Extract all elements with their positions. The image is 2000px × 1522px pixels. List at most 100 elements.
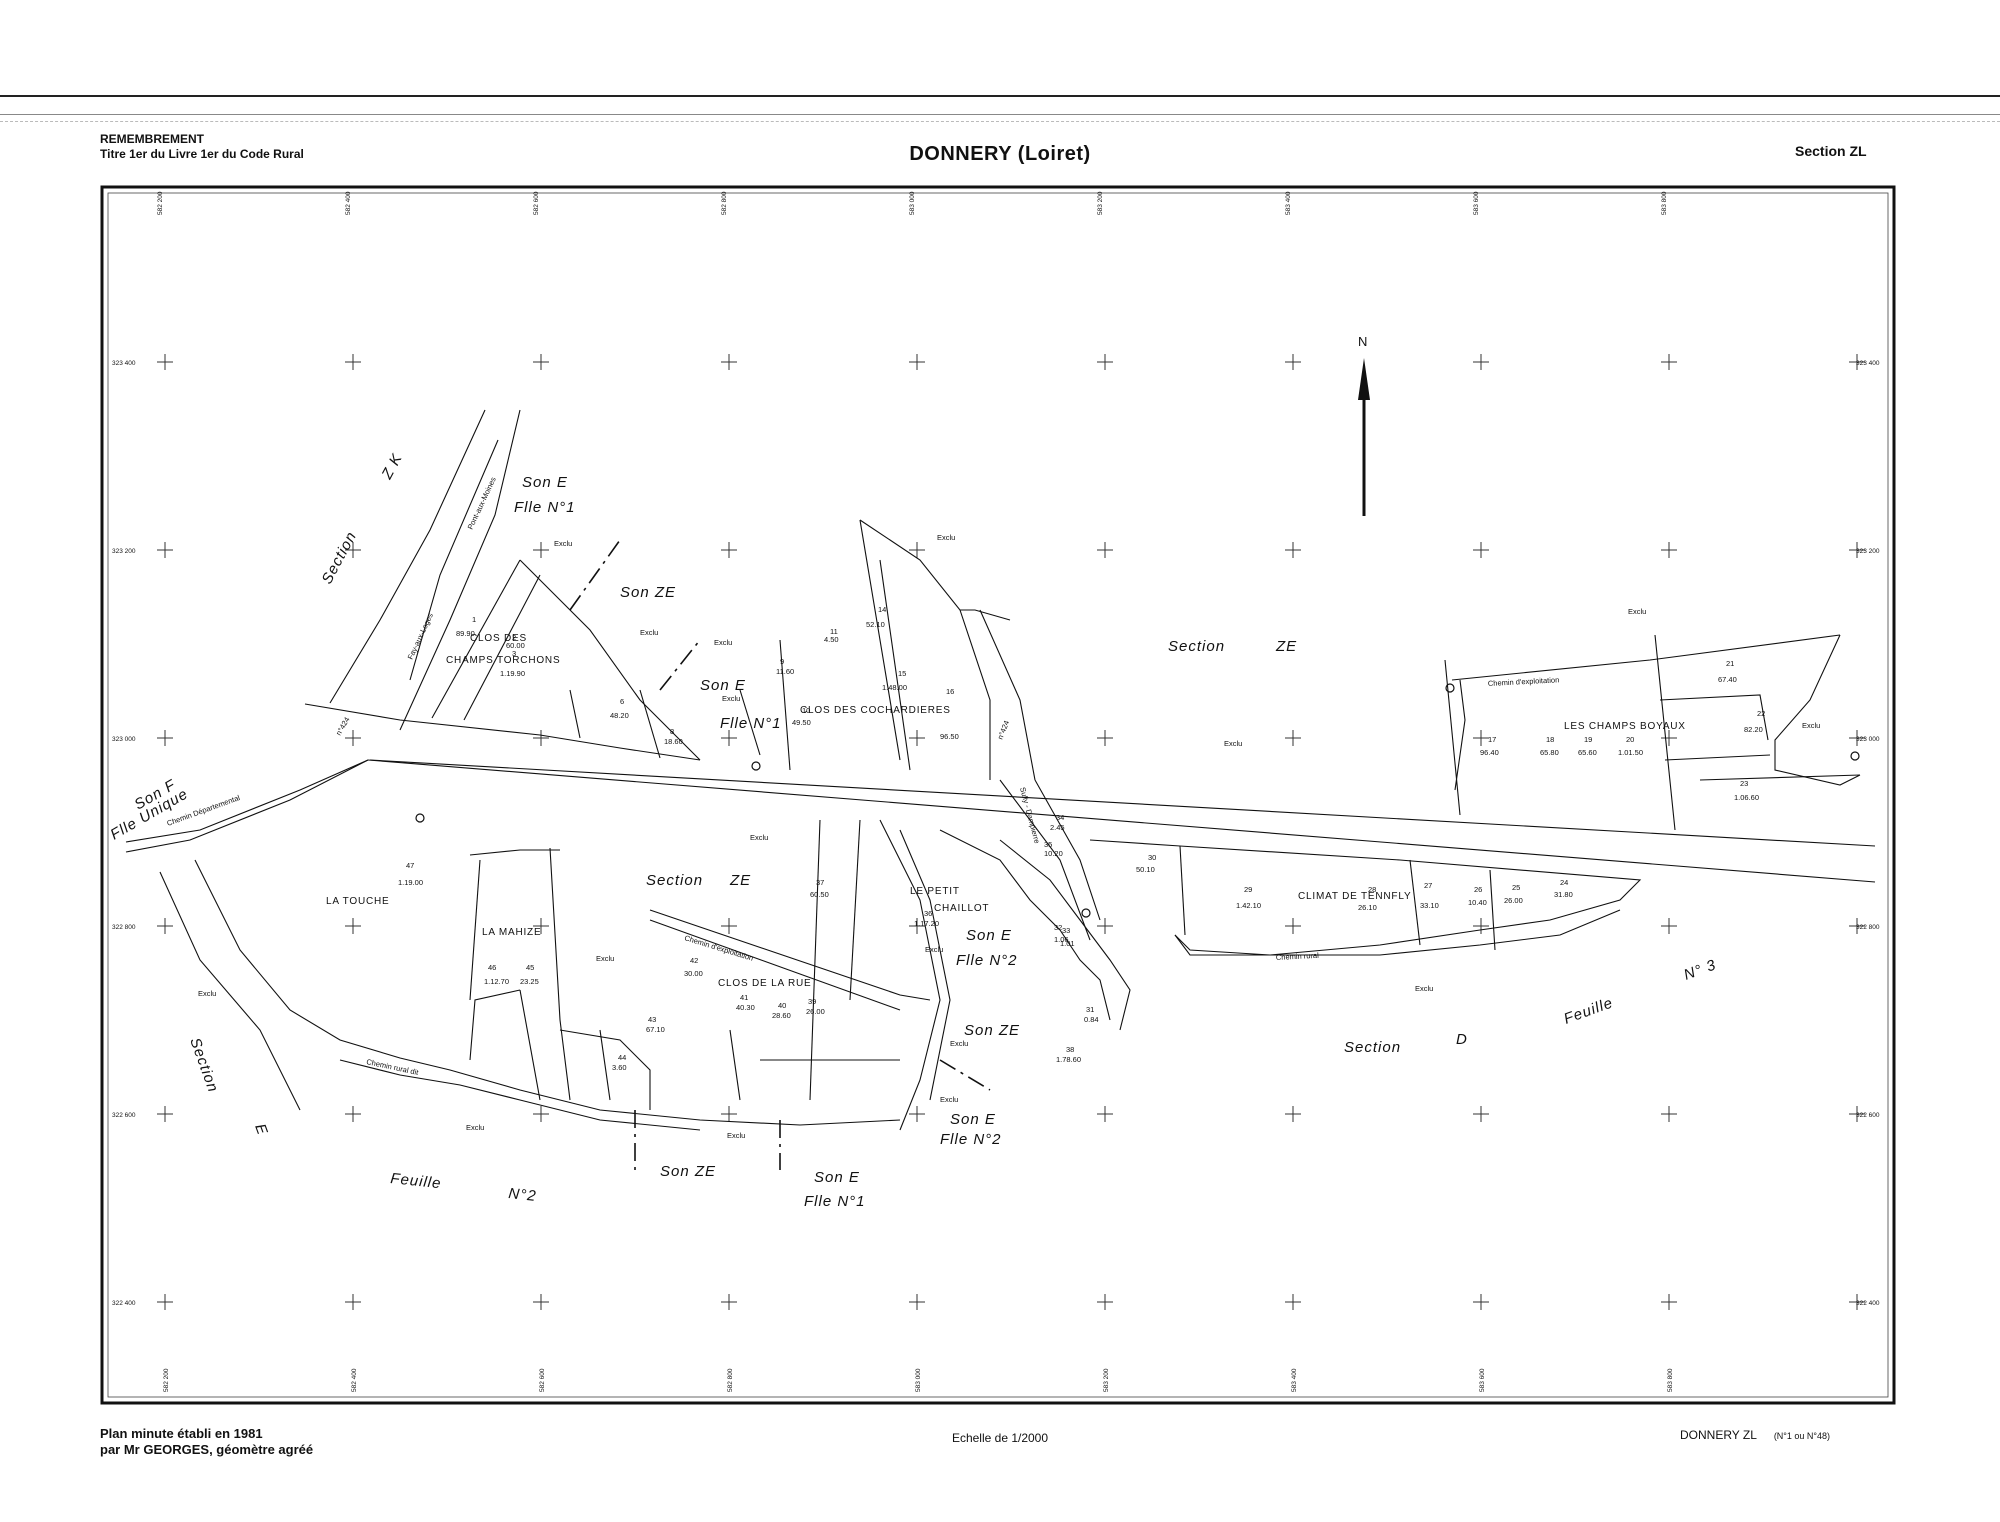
grid-cross-icon: [1849, 354, 1865, 370]
parcel-line: [1451, 634, 1841, 681]
parcel-line: [1444, 659, 1461, 816]
parcel-area: 1.12.70: [484, 977, 509, 986]
parcel-area: 28.60: [772, 1011, 791, 1020]
program-subtitle: Titre 1er du Livre 1er du Code Rural: [100, 147, 304, 161]
grid-crosses: [157, 354, 1865, 1310]
road-424-east: [1034, 779, 1101, 921]
parcels: 1 89.90 2 60.00 3 1.19.90 6 48.20 8 18.6…: [398, 605, 1765, 1072]
easting-label-bottom: 582 200: [163, 1368, 170, 1392]
exclu-label: Exclu: [937, 533, 955, 542]
son-e-bottom: Son E: [814, 1169, 860, 1186]
grid-cross-icon: [345, 1106, 361, 1122]
northing-label-left: 322 800: [112, 924, 136, 931]
parcel-number: 19: [1584, 735, 1592, 744]
grid-cross-icon: [1285, 542, 1301, 558]
road-north-edge: [369, 759, 1876, 847]
parcel-line: [469, 849, 560, 856]
north-arrow: N: [1358, 334, 1370, 516]
grid-cross-icon: [533, 918, 549, 934]
top-rule-thin-2: [0, 121, 2000, 122]
grid-cross-icon: [721, 354, 737, 370]
sheet-reference: DONNERY ZL (N°1 ou N°48): [1680, 1428, 1830, 1442]
son-e-bottom-right: Son E: [950, 1111, 996, 1128]
parcel-area: 23.25: [520, 977, 539, 986]
grid-cross-icon: [721, 1106, 737, 1122]
flle-1-bottom: Flle N°1: [804, 1193, 866, 1210]
lieu-clos-cochardieres: CLOS DES COCHARDIERES: [800, 705, 951, 716]
section-ze-center: Section: [646, 872, 703, 889]
parcel-number: 28: [1368, 885, 1376, 894]
section-e-left-code: E: [251, 1122, 271, 1138]
easting-label-top: 582 200: [157, 191, 164, 215]
parcel-line: [1699, 774, 1861, 781]
road-label-rural-right: Chemin rural: [1276, 951, 1320, 962]
parcel-line: [1409, 859, 1421, 946]
parcel-area: 10.40: [1468, 898, 1487, 907]
parcel-number: 37: [816, 878, 824, 887]
road-fay-east: [399, 409, 521, 731]
grid-cross-icon: [1661, 542, 1677, 558]
parcel-area: 48.20: [610, 711, 629, 720]
parcel-number: 24: [1560, 878, 1568, 887]
grid-cross-icon: [721, 1294, 737, 1310]
header-program: REMEMBREMENT Titre 1er du Livre 1er du C…: [100, 132, 304, 162]
parcel-number: 20: [1626, 735, 1634, 744]
lieu-champs-torchons: CHAMPS TORCHONS: [446, 655, 560, 666]
parcel-line: [1664, 754, 1771, 761]
road-exploitation-left: [649, 909, 931, 1001]
grid-cross-icon: [157, 1294, 173, 1310]
northing-label-left: 323 200: [112, 548, 136, 555]
son-ze-chaillot: Son ZE: [964, 1022, 1020, 1039]
parcel-line: [569, 689, 581, 739]
grid-cross-icon: [1661, 1106, 1677, 1122]
feuille-2-num: N°2: [508, 1185, 538, 1205]
grid-cross-icon: [1285, 1106, 1301, 1122]
parcel-number: 43: [648, 1015, 656, 1024]
parcel-line: [939, 829, 1111, 1021]
parcel-area: 33.10: [1420, 901, 1439, 910]
lieu-clos-des: CLOS DES: [470, 633, 527, 644]
parcel-area: 1.48.00: [882, 683, 907, 692]
grid-cross-icon: [1473, 730, 1489, 746]
parcel-number: 47: [406, 861, 414, 870]
parcel-line: [879, 819, 941, 1131]
section-d-label: Section: [1344, 1039, 1401, 1056]
parcel-number: 42: [690, 956, 698, 965]
parcel-area: 11.60: [776, 667, 794, 676]
parcel-line: [1489, 869, 1496, 951]
road-424: [999, 779, 1091, 941]
parcel-number: 23: [1740, 779, 1748, 788]
exclu-label: Exclu: [1224, 739, 1242, 748]
parcel-line: [879, 559, 911, 771]
parcel-area: 2.45: [1050, 823, 1065, 832]
northing-label-right: 323 000: [1856, 736, 1880, 743]
section-zk-label: Section: [319, 529, 361, 587]
section-boundary: [939, 1059, 991, 1091]
parcel-area: 1.78.60: [1056, 1055, 1081, 1064]
parcel-line: [1089, 839, 1642, 956]
parcel-number: 22: [1757, 709, 1765, 718]
grid-cross-icon: [721, 730, 737, 746]
feuille-2-label: Feuille: [390, 1170, 443, 1192]
grid-cross-icon: [1849, 1294, 1865, 1310]
parcel-area: 0.84: [1084, 1015, 1099, 1024]
exclu-label: Exclu: [750, 833, 768, 842]
parcel-line: [779, 639, 791, 771]
grid-cross-icon: [1849, 730, 1865, 746]
grid-cross-icon: [1097, 354, 1113, 370]
road-fay: [329, 409, 486, 704]
parcel-area: 4.50: [824, 635, 839, 644]
grid-cross-icon: [1285, 730, 1301, 746]
easting-label-top: 583 400: [1285, 191, 1292, 215]
northing-label-left: 322 600: [112, 1112, 136, 1119]
parcel-area: 1.17.20: [914, 919, 939, 928]
exclu-label: Exclu: [554, 539, 572, 548]
northing-label-right: 323 400: [1856, 360, 1880, 367]
exclu-label: Exclu: [940, 1095, 958, 1104]
easting-label-bottom: 583 800: [1667, 1368, 1674, 1392]
easting-label-top: 583 000: [909, 191, 916, 215]
section-boundaries: [569, 539, 991, 1170]
grid-cross-icon: [721, 542, 737, 558]
parcel-area: 1.01: [1060, 939, 1075, 948]
grid-cross-icon: [1285, 1294, 1301, 1310]
